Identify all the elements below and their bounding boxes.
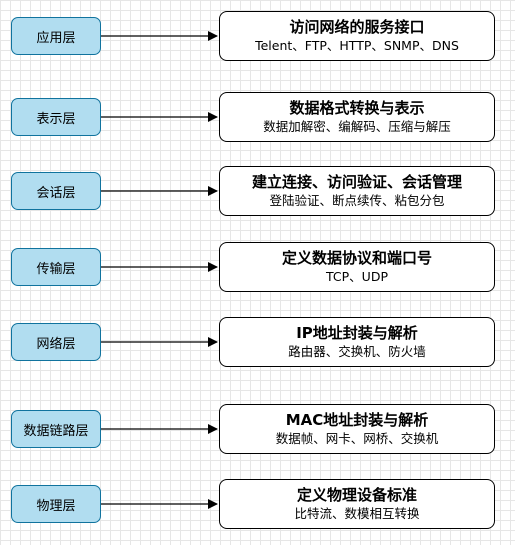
desc-title: 数据格式转换与表示 [289,99,425,117]
desc-title: IP地址封装与解析 [296,324,418,342]
desc-detail: 登陆验证、断点续传、粘包分包 [269,193,445,208]
layer-box-presentation: 表示层 [11,98,101,136]
desc-detail: Telent、FTP、HTTP、SNMP、DNS [255,38,459,53]
desc-box-presentation: 数据格式转换与表示 数据加解密、编解码、压缩与解压 [219,92,495,142]
desc-detail: 路由器、交换机、防火墙 [288,344,426,359]
layer-label: 表示层 [36,111,76,127]
desc-box-datalink: MAC地址封装与解析 数据帧、网卡、网桥、交换机 [219,404,495,454]
layer-label: 应用层 [36,30,76,46]
desc-box-physical: 定义物理设备标准 比特流、数模相互转换 [219,479,495,529]
desc-title: MAC地址封装与解析 [285,411,429,429]
desc-box-application: 访问网络的服务接口 Telent、FTP、HTTP、SNMP、DNS [219,11,495,61]
layer-label: 物理层 [36,498,76,514]
desc-detail: 数据帧、网卡、网桥、交换机 [275,431,439,446]
desc-title: 定义数据协议和端口号 [281,249,432,267]
desc-title: 访问网络的服务接口 [289,18,425,36]
desc-box-transport: 定义数据协议和端口号 TCP、UDP [219,242,495,292]
layer-box-datalink: 数据链路层 [11,410,101,448]
layer-box-session: 会话层 [11,172,101,210]
layer-label: 会话层 [36,185,76,201]
layer-box-transport: 传输层 [11,248,101,286]
desc-detail: TCP、UDP [326,269,388,284]
desc-box-network: IP地址封装与解析 路由器、交换机、防火墙 [219,317,495,367]
desc-detail: 比特流、数模相互转换 [294,506,420,521]
desc-title: 定义物理设备标准 [296,486,417,504]
layer-label: 网络层 [36,336,76,352]
desc-detail: 数据加解密、编解码、压缩与解压 [263,119,451,134]
layer-label: 传输层 [36,261,76,277]
layer-box-physical: 物理层 [11,485,101,523]
layer-label: 数据链路层 [23,423,89,439]
desc-box-session: 建立连接、访问验证、会话管理 登陆验证、断点续传、粘包分包 [219,166,495,216]
layer-box-application: 应用层 [11,17,101,55]
desc-title: 建立连接、访问验证、会话管理 [251,173,462,191]
layer-box-network: 网络层 [11,323,101,361]
